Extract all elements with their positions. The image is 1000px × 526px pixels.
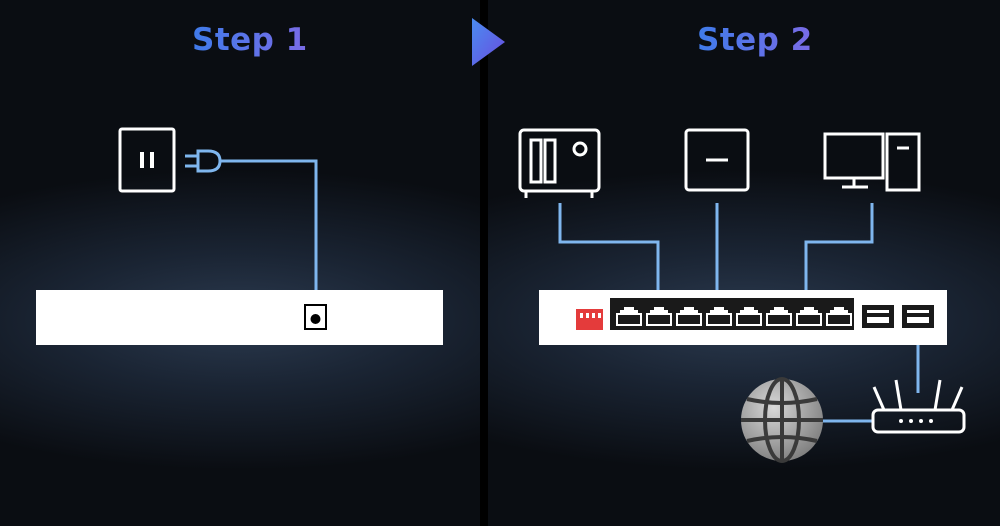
ethernet-port-icon bbox=[796, 307, 822, 326]
switch-rear bbox=[36, 290, 443, 345]
computer-cable bbox=[804, 203, 874, 306]
ethernet-port-icon bbox=[676, 307, 702, 326]
ethernet-port-icon bbox=[706, 307, 732, 326]
step2-title: Step 2 bbox=[697, 22, 813, 58]
panel-divider bbox=[480, 0, 488, 526]
nas-icon bbox=[518, 128, 601, 198]
dip-switch-icon bbox=[576, 309, 603, 330]
power-cable bbox=[220, 159, 318, 306]
ethernet-port-icon bbox=[736, 307, 762, 326]
globe-icon bbox=[741, 377, 823, 463]
ethernet-port-icon bbox=[646, 307, 672, 326]
step1-panel bbox=[0, 0, 480, 526]
sfp-port-icon bbox=[902, 305, 934, 328]
power-port-icon bbox=[304, 304, 327, 330]
ethernet-port-icon bbox=[616, 307, 642, 326]
power-plug-icon bbox=[185, 149, 222, 173]
ethernet-port-icon bbox=[826, 307, 852, 326]
step-arrow-icon bbox=[472, 18, 505, 66]
step2-panel bbox=[488, 0, 1000, 526]
ethernet-port-icon bbox=[766, 307, 792, 326]
device-icon bbox=[684, 128, 750, 192]
sfp-port-icon bbox=[862, 305, 894, 328]
desktop-computer-icon bbox=[823, 132, 921, 192]
ethernet-cables bbox=[558, 203, 920, 423]
router-icon bbox=[871, 379, 966, 434]
ethernet-port-bank bbox=[610, 298, 854, 330]
step1-title: Step 1 bbox=[192, 22, 308, 58]
nas-cable bbox=[558, 203, 660, 306]
wall-outlet-icon bbox=[118, 127, 176, 193]
